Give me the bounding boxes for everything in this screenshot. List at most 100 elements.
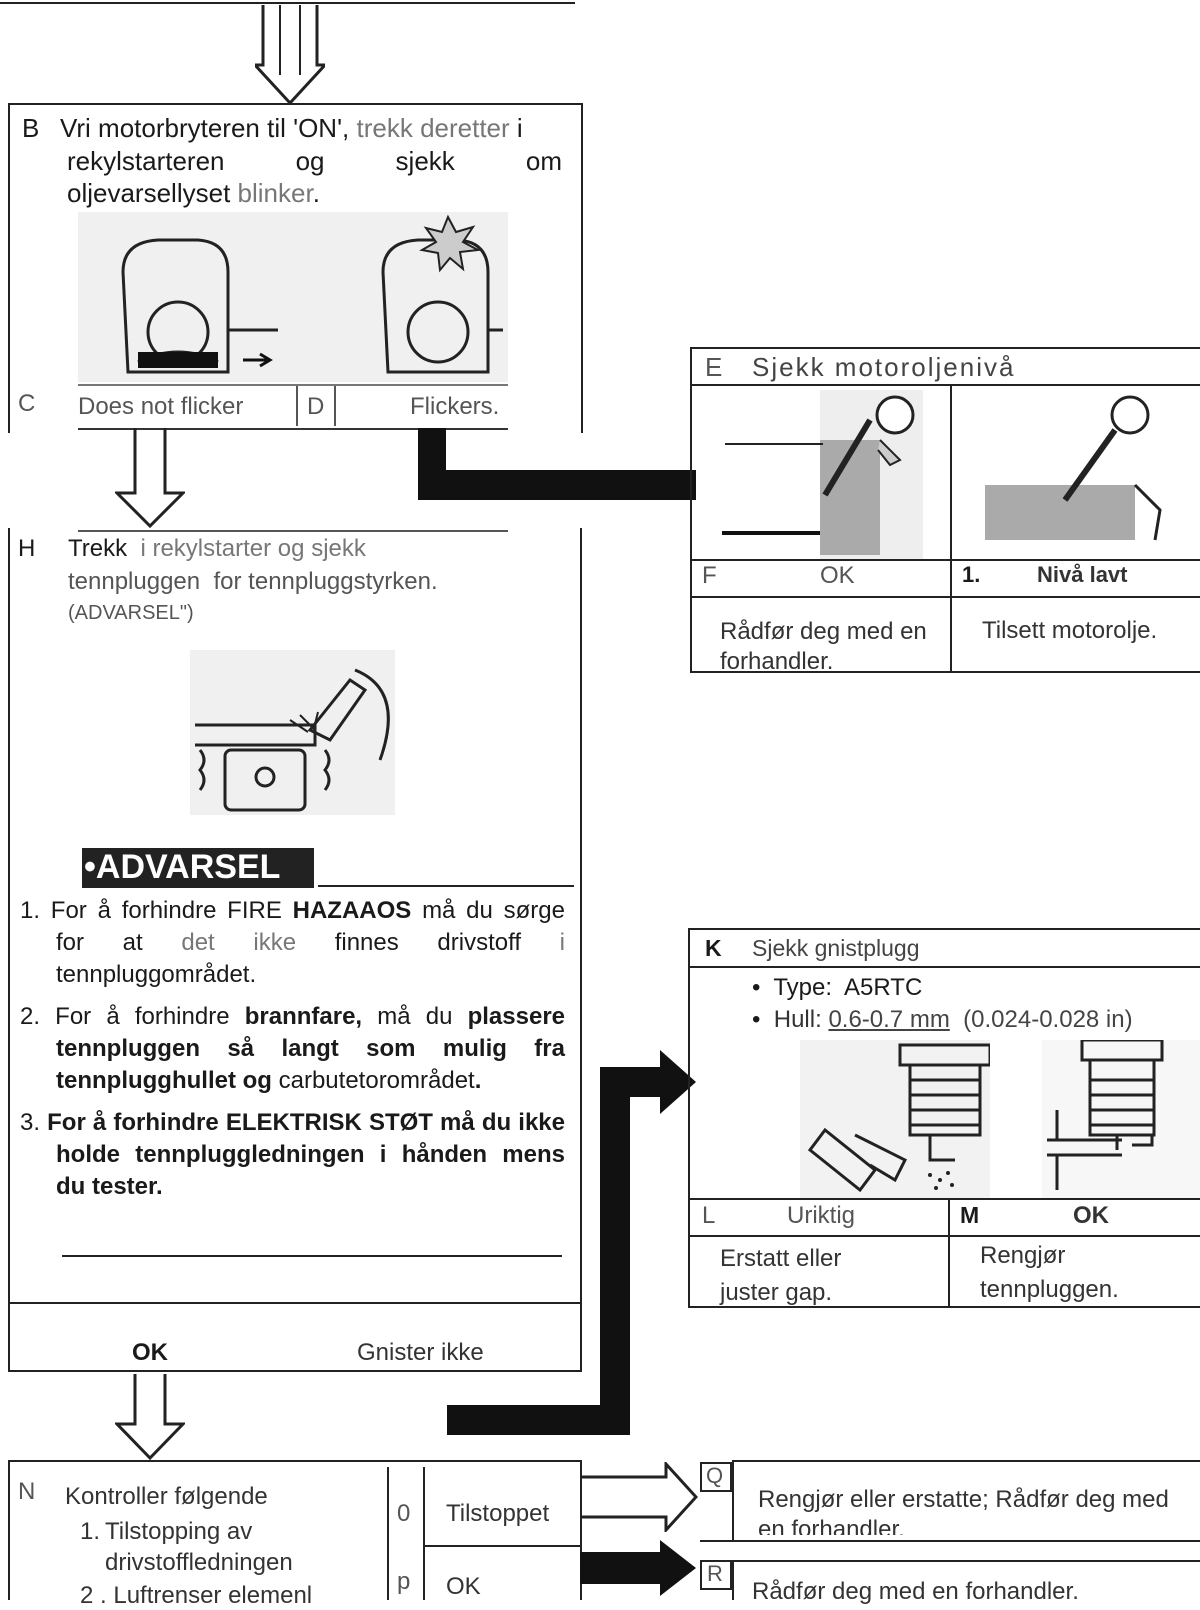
step-h-border-bottom (8, 1302, 582, 1304)
warning-text: finnes drivstoff (296, 929, 560, 956)
step-n-o-letter: 0 (397, 1500, 411, 1527)
connector-thick (447, 1405, 602, 1435)
warning-badge (82, 848, 314, 888)
step-b-text: til 'ON', (259, 113, 357, 143)
warning-text: må du sørge for at (56, 897, 565, 956)
step-r-border-top (732, 1560, 1200, 1562)
result-d-letter: D (307, 393, 325, 420)
step-k-l-letter: L (702, 1202, 716, 1229)
result-divider (296, 386, 298, 426)
step-e-low-label: Nivå lavt (1037, 562, 1128, 587)
oil-level-mark (722, 531, 820, 535)
step-b-line2: rekylstarteren og sjekk om (67, 146, 562, 177)
oil-level-mark (725, 443, 823, 445)
warning-list: 1. For å forhindre FIRE HAZAAOS må du sø… (20, 895, 565, 1213)
result-divider (334, 386, 336, 426)
warning-item: 3. For å forhindre ELEKTRISK STØT må du … (20, 1107, 565, 1203)
spark-plug-drawing-icon (195, 668, 390, 812)
step-k-row-rule (688, 1198, 1200, 1200)
step-h-text: for (213, 568, 242, 595)
step-n-letter: N (18, 1478, 36, 1505)
result-c-letter: C (18, 390, 36, 417)
warning-number: 2. (20, 1003, 41, 1030)
step-k-wrong-label: Uriktig (787, 1202, 856, 1229)
step-n-border-left (8, 1460, 10, 1600)
connector-thick (600, 1067, 630, 1435)
step-n-item1-number: 1. (80, 1518, 101, 1545)
result-d-label: Flickers. (410, 393, 500, 420)
warning-text: det ikke (181, 929, 297, 956)
step-h-text: sjekk (311, 535, 366, 562)
warning-number: 1. (20, 897, 41, 924)
step-b-text: rekylstarteren (67, 146, 225, 176)
step-k-type-value: A5RTC (844, 974, 923, 1001)
brush-and-plug-icon (807, 1043, 992, 1193)
step-b-text: oljevarsellyset (67, 178, 231, 208)
step-k-type: • Type: A5RTC (752, 974, 922, 1002)
step-n-ok: OK (446, 1573, 481, 1600)
result-h-border-bottom (8, 1370, 582, 1372)
step-b-text: Vri (60, 113, 99, 143)
step-k-letter: K (705, 935, 722, 961)
connector-thick (600, 1067, 665, 1097)
step-k-row-rule (688, 1235, 1200, 1237)
warning-text: HAZAAOS (292, 897, 412, 924)
top-rule (0, 2, 575, 4)
step-q-border-left (732, 1460, 734, 1542)
down-arrow-icon (115, 1374, 185, 1460)
step-n-border-top (8, 1460, 582, 1462)
step-n-border-right (580, 1460, 582, 1600)
warning-text: tennpluggområdet. (56, 961, 257, 988)
bullet-icon: • (752, 1006, 761, 1033)
warning-text: plassere tennpluggen så langt som mulig … (56, 1003, 565, 1094)
step-k-gap-label: Hull: (773, 1006, 822, 1033)
step-b-text: i (509, 113, 523, 143)
step-q-letter-box (700, 1462, 732, 1492)
step-n-item2: 2 . Luftrenser elemenl (80, 1582, 313, 1609)
step-b-border-right (581, 103, 583, 433)
step-e-row-rule (690, 559, 1200, 561)
step-h-border-right (580, 528, 582, 1370)
step-b-text: og (295, 146, 325, 176)
step-h-letter: H (18, 535, 36, 562)
step-n-row-rule (423, 1545, 581, 1547)
plug-cleaning-illustration (800, 1040, 992, 1198)
step-e-box (690, 347, 1200, 673)
step-e-row-rule (690, 596, 1200, 598)
plug-gap-icon (1047, 1038, 1164, 1190)
step-h-text: tennpluggen (68, 568, 201, 595)
step-q-border-top (732, 1460, 1200, 1462)
step-k-title-rule (688, 966, 1200, 968)
right-arrow-icon (660, 1050, 696, 1114)
right-arrow-icon (580, 1540, 696, 1596)
plug-gap-illustration (1042, 1038, 1200, 1198)
warning-end-rule (62, 1255, 562, 1257)
step-n-item1-a: Tilstopping av (105, 1518, 253, 1545)
step-e-ok-label: OK (820, 562, 855, 589)
step-h-line3: (ADVARSEL") (68, 602, 194, 624)
step-k-col-divider (948, 1198, 950, 1308)
step-e-f-letter: F (702, 562, 717, 589)
step-h-line2: tennpluggen for tennpluggstyrken. (68, 568, 438, 596)
step-h-text: tennpluggstyrken. (248, 568, 438, 595)
step-b-line3: oljevarsellyset blinker. (67, 178, 320, 209)
warning-number: 3. (20, 1109, 41, 1136)
step-k-ok-action-a: Rengjør (980, 1242, 1066, 1269)
warning-badge-label: •ADVARSEL (84, 848, 281, 886)
warning-text: For å forhindre FIRE (50, 897, 293, 924)
step-k-m-letter: M (960, 1202, 980, 1228)
engine-illustration (78, 212, 508, 382)
step-k-ok-action-b: tennpluggen. (980, 1276, 1119, 1303)
step-k-gap-value: 0.6-0.7 mm (828, 1006, 950, 1033)
step-n-clogged: Tilstoppet (446, 1500, 550, 1527)
step-b-text: trekk deretter (356, 113, 510, 143)
step-h-line1: Trekk i rekylstarter og sjekk (68, 535, 366, 563)
warning-text: må du (362, 1003, 468, 1030)
step-n-item1-b: drivstoffledningen (105, 1549, 293, 1576)
result-row (78, 384, 508, 430)
step-b-letter: B (22, 113, 40, 143)
connector-thick (418, 470, 696, 500)
spark-test-illustration (190, 650, 395, 815)
step-k-gap: • Hull: 0.6-0.7 mm (0.024-0.028 in) (752, 1006, 1133, 1034)
step-b-text: om (525, 146, 562, 176)
